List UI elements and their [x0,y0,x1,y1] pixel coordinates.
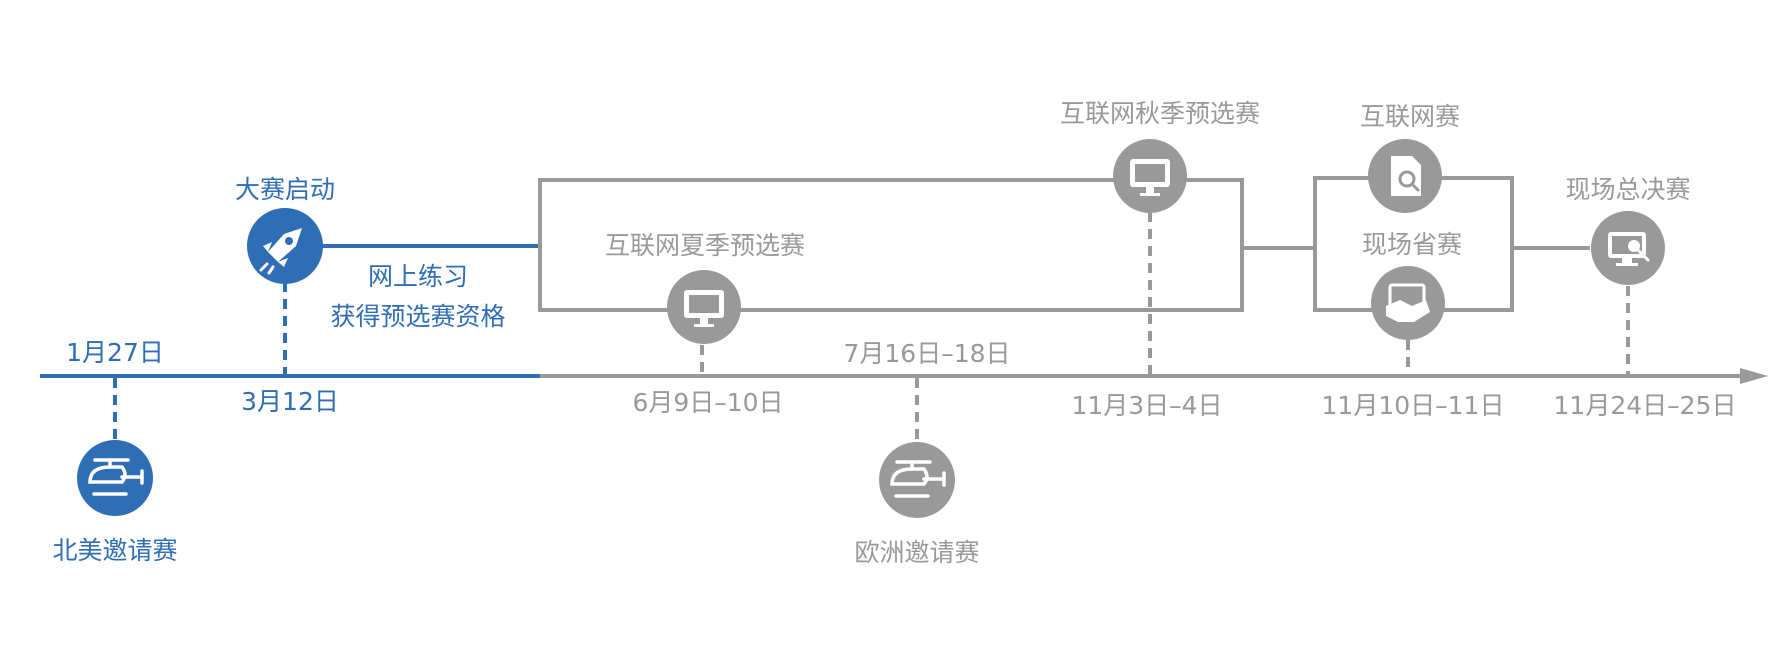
monitor-search-icon [1608,232,1650,266]
internet-match-label: 互联网赛 [1360,102,1460,131]
practice-line1: 网上练习 [368,262,468,291]
summer-date: 6月9日–10日 [632,388,783,417]
launch-node [247,208,323,284]
europe-label: 欧洲邀请赛 [854,538,979,567]
final-date: 11月24日–25日 [1554,391,1737,420]
north-america-date: 1月27日 [66,338,164,367]
summer-node [667,270,741,344]
north-america-node [77,440,153,516]
north-america-label: 北美邀请赛 [52,536,177,565]
provincial-date: 11月10日–11日 [1322,391,1505,420]
document-search-icon [1391,156,1421,196]
qualifier-bracket [538,178,1244,312]
launch-date: 3月12日 [241,387,339,416]
rocket-icon [259,228,302,275]
final-node [1591,211,1665,285]
axis-arrow [1740,368,1768,384]
provincial-bracket [1313,176,1514,312]
handshake-icon [1386,283,1430,322]
autumn-label: 互联网秋季预选赛 [1060,99,1260,128]
helicopter-icon [88,458,144,496]
final-label: 现场总决赛 [1565,175,1690,204]
autumn-node [1113,139,1187,213]
practice-line2: 获得预选赛资格 [330,302,505,331]
helicopter-icon [890,460,946,498]
europe-node [879,442,955,518]
europe-date: 7月16日–18日 [843,339,1010,368]
internet-match-node [1368,139,1442,213]
launch-label: 大赛启动 [235,175,335,204]
autumn-date: 11月3日–4日 [1071,391,1222,420]
monitor-icon [684,290,724,327]
summer-label: 互联网夏季预选赛 [605,231,805,260]
monitor-icon [1130,159,1170,196]
provincial-label: 现场省赛 [1362,230,1462,259]
provincial-node [1371,266,1445,340]
